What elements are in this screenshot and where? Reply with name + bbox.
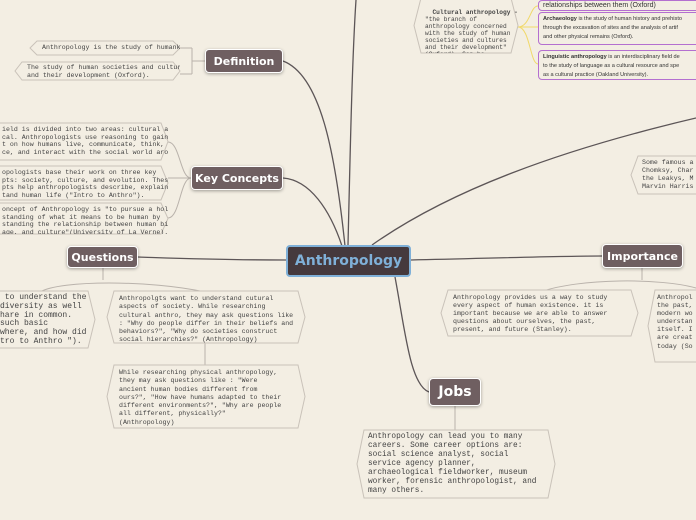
subfield-archaeology[interactable]: Archaeology is the study of human histor… (538, 12, 696, 45)
note-outline (106, 290, 306, 344)
note-outline (0, 165, 169, 201)
note-outline (413, 0, 519, 54)
subfield-text: is an interdisciplinary field de to the … (543, 54, 680, 78)
subfield-physical[interactable]: relationships between them (Oxford) (538, 0, 696, 11)
note-outline (630, 155, 696, 195)
question-note[interactable]: Anthropolgts want to understand cutural … (119, 295, 294, 343)
famous-anthropologists-note[interactable]: Some famous a Chomksy, Char the Leakys, … (642, 159, 694, 190)
link-key-concepts (282, 177, 343, 247)
jobs-note[interactable]: Anthropology can lead you to many career… (368, 433, 537, 495)
note-outline (14, 61, 181, 81)
definition-note[interactable]: The study of human societies and culture… (27, 64, 180, 79)
cultural-note-title: Cultural anthropology - (432, 9, 518, 16)
subfield-linguistic[interactable]: Linguistic anthropology is an interdisci… (538, 50, 696, 80)
topic-label: Questions (71, 250, 134, 264)
note-outline (647, 289, 696, 363)
topic-definition[interactable]: Definition (205, 49, 283, 73)
cultural-note-body: "the branch of anthropology concerned wi… (425, 16, 511, 53)
importance-note[interactable]: Anthropol the past, modern wo understan … (657, 294, 693, 350)
link-definition (282, 60, 346, 247)
key-concept-note[interactable]: ield is divided into two areas: cultural… (2, 126, 168, 156)
note-outline (0, 202, 169, 235)
link-jobs (394, 276, 430, 393)
note-outline (0, 122, 169, 161)
subfield-text: relationships between them (Oxford) (543, 2, 656, 9)
topic-label: Jobs (438, 384, 472, 400)
note-outline (29, 40, 181, 56)
importance-note[interactable]: Anthropology provides us a way to study … (453, 294, 608, 334)
topic-importance[interactable]: Importance (602, 244, 683, 268)
note-outline (106, 364, 306, 429)
link-top (347, 0, 357, 246)
topic-label: Key Concepts (195, 171, 279, 185)
key-concept-note[interactable]: opologists base their work on three key … (2, 169, 168, 199)
topic-jobs[interactable]: Jobs (429, 378, 481, 406)
note-outline (0, 290, 96, 349)
topic-questions[interactable]: Questions (67, 246, 138, 268)
definition-note[interactable]: Anthropology is the study of humankind. (42, 44, 180, 51)
topic-key-concepts[interactable]: Key Concepts (191, 166, 283, 190)
subfield-term: Linguistic anthropology (543, 54, 607, 60)
subfield-term: Archaeology (543, 16, 577, 22)
central-topic-label: Anthropology (294, 253, 403, 269)
note-outline (440, 289, 639, 337)
note-outline (356, 429, 556, 499)
question-note[interactable]: to understand the diversity as well hare… (0, 293, 87, 346)
topic-label: Definition (213, 54, 275, 68)
key-concept-note[interactable]: oncept of Anthropology is "to pursue a h… (2, 206, 168, 234)
link-questions (137, 256, 287, 261)
link-importance (410, 255, 603, 261)
central-topic-anthropology[interactable]: Anthropology (286, 245, 411, 277)
subfield-text: is the study of human history and prehis… (543, 16, 682, 40)
cultural-anthropology-note[interactable]: Cultural anthropology -"the branch of an… (414, 0, 518, 53)
topic-label: Importance (607, 249, 678, 263)
question-note[interactable]: While researching physical anthropology,… (119, 369, 282, 426)
link-famous (371, 117, 696, 246)
